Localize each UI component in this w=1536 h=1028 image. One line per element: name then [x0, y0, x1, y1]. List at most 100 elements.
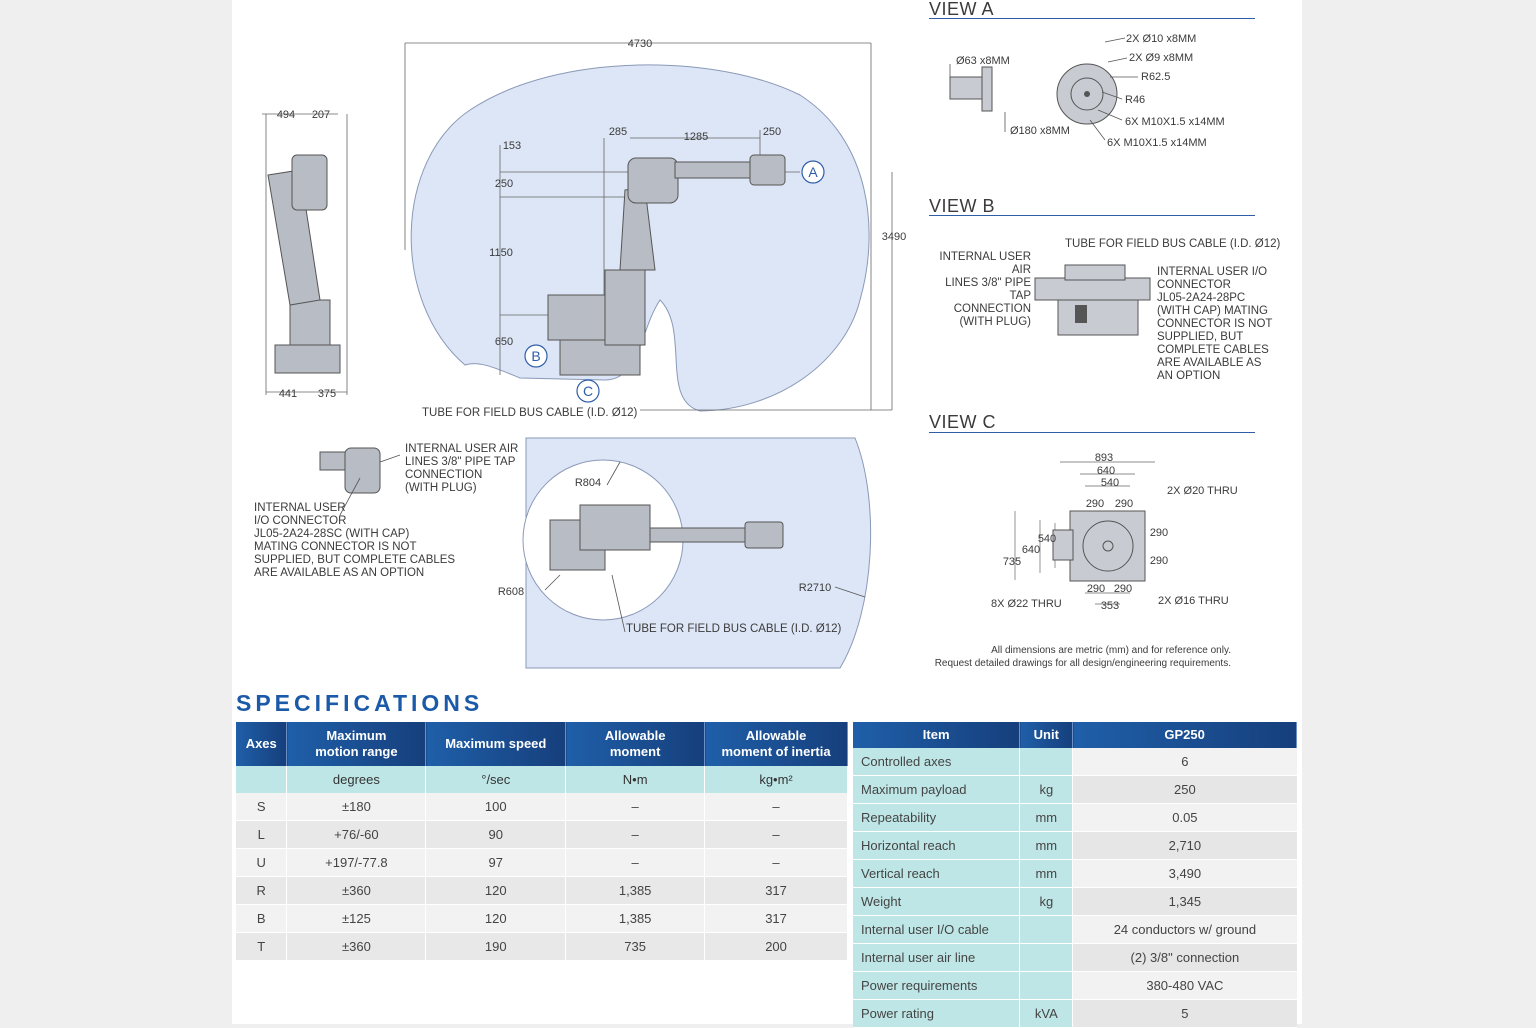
unit-speed: °/sec	[425, 766, 567, 793]
axes-header-speed: Maximum speed	[425, 722, 567, 766]
dim-250a: 250	[495, 178, 513, 190]
axes-table: Axes Maximum motion range Maximum speed …	[236, 722, 848, 961]
axis-cell: L	[236, 820, 288, 849]
moment-cell: 1,385	[565, 904, 706, 933]
dim-153: 153	[503, 140, 521, 152]
view-b-air-note: INTERNAL USER AIR LINES 3/8" PIPE TAP CO…	[939, 251, 1031, 328]
view-a-rule	[929, 18, 1255, 19]
axes-header-inertia: Allowable moment of inertia	[704, 722, 848, 766]
axis-cell: S	[236, 793, 288, 821]
dim-1285: 1285	[684, 131, 708, 143]
gp-unit-cell	[1019, 748, 1074, 776]
axes-header-axes: Axes	[236, 722, 288, 766]
moment-cell: –	[565, 820, 706, 849]
disclaimer-line-2: Request detailed drawings for all design…	[934, 658, 1231, 669]
dim-4730: 4730	[628, 38, 652, 50]
top-tube-note: TUBE FOR FIELD BUS CABLE (I.D. Ø12)	[626, 623, 842, 635]
gp-unit-cell	[1019, 915, 1074, 944]
main-tube-note: TUBE FOR FIELD BUS CABLE (I.D. Ø12)	[422, 407, 638, 419]
gp-value-cell: (2) 3/8" connection	[1072, 943, 1297, 972]
range-cell: ±360	[286, 876, 427, 905]
view-c-dim-290-d: 290	[1150, 555, 1168, 567]
axes-row-u: U +197/-77.8 97 – –	[236, 848, 848, 877]
view-a-label-6: 6X M10X1.5 x14MM	[1107, 137, 1207, 149]
axis-cell: U	[236, 848, 288, 877]
marker-b: B	[531, 348, 540, 364]
view-a-label-8: Ø180 x8MM	[1010, 125, 1070, 137]
view-c-dim-640-top: 640	[1097, 465, 1115, 477]
dim-375: 375	[318, 388, 336, 400]
gp-item-cell: Horizontal reach	[853, 831, 1021, 860]
view-c-dim-540-top: 540	[1101, 477, 1119, 489]
view-c-dim-540-side: 540	[1038, 533, 1056, 545]
radius-r2710: R2710	[799, 582, 831, 594]
inertia-cell: 317	[704, 904, 848, 933]
view-a-drawing: 2X Ø10 x8MM 2X Ø9 x8MM R62.5 R46 6X M10X…	[949, 33, 1225, 149]
inertia-cell: –	[704, 820, 848, 849]
gp-value-cell: 380-480 VAC	[1072, 971, 1297, 1000]
dim-285: 285	[609, 126, 627, 138]
gp-row: Internal user air line(2) 3/8" connectio…	[853, 943, 1297, 972]
axes-header-range: Maximum motion range	[286, 722, 427, 766]
gp-header-unit: Unit	[1019, 722, 1074, 748]
gp-value-cell: 6	[1072, 748, 1297, 776]
dim-207: 207	[312, 109, 330, 121]
gp-value-cell: 250	[1072, 775, 1297, 804]
axis-cell: R	[236, 876, 288, 905]
range-cell: +197/-77.8	[286, 848, 427, 877]
dim-650: 650	[495, 336, 513, 348]
view-c-dim-290-f: 290	[1114, 583, 1132, 595]
view-c-dim-290-a: 290	[1086, 498, 1104, 510]
radius-r804: R804	[575, 477, 601, 489]
view-c-label-3: 2X Ø16 THRU	[1158, 595, 1229, 607]
gp-item-cell: Weight	[853, 887, 1021, 916]
axis-cell: B	[236, 904, 288, 933]
gp-item-cell: Controlled axes	[853, 748, 1021, 776]
inertia-cell: 317	[704, 876, 848, 905]
range-cell: ±125	[286, 904, 427, 933]
speed-cell: 90	[425, 820, 567, 849]
technical-drawing: A B C 494 207 441 375 4730 3490 153 250 …	[262, 38, 906, 669]
view-a-label-5: 6X M10X1.5 x14MM	[1125, 116, 1225, 128]
view-b-title: VIEW B	[929, 196, 996, 216]
view-c-dim-353: 353	[1101, 600, 1119, 612]
gp-value-cell: 0.05	[1072, 803, 1297, 832]
gp-item-cell: Internal user I/O cable	[853, 915, 1021, 944]
gp-row: Power requirements 380-480 VAC	[853, 971, 1297, 1000]
io-connector-note: INTERNAL USER I/O CONNECTOR JL05-2A24-28…	[254, 502, 456, 579]
dim-3490: 3490	[882, 231, 906, 243]
axes-row-t: T ±360 190 735 200	[236, 932, 848, 961]
gp-unit-cell: kg	[1019, 887, 1074, 916]
view-c-drawing: 893 640 540 290 290 735 640 540 290 290 …	[991, 452, 1238, 612]
view-a-label-4: R46	[1125, 94, 1145, 106]
gp-value-cell: 2,710	[1072, 831, 1297, 860]
gp-header-item: Item	[853, 722, 1021, 748]
gp-value-cell: 24 conductors w/ ground	[1072, 915, 1297, 944]
view-c-label-2: 8X Ø22 THRU	[991, 598, 1062, 610]
axes-row-s: S ±180 100 – –	[236, 793, 848, 821]
gp-item-cell: Power requirements	[853, 971, 1021, 1000]
view-a-label-1: 2X Ø10 x8MM	[1126, 33, 1196, 45]
inertia-cell: –	[704, 793, 848, 821]
view-c-dim-290-b: 290	[1115, 498, 1133, 510]
gp-row: Controlled axes 6	[853, 748, 1297, 776]
view-c-dim-735: 735	[1003, 556, 1021, 568]
axes-row-r: R ±360 120 1,385 317	[236, 876, 848, 905]
speed-cell: 120	[425, 876, 567, 905]
gp-value-cell: 3,490	[1072, 859, 1297, 888]
view-b-drawing	[1034, 264, 1151, 336]
axes-row-l: L +76/-60 90 – –	[236, 820, 848, 849]
dim-250b: 250	[763, 126, 781, 138]
gp-row: Internal user I/O cable 24 conductors w/ …	[853, 915, 1297, 944]
unit-axes	[236, 766, 288, 793]
unit-inertia: kg•m²	[704, 766, 848, 793]
view-b-tube-note: TUBE FOR FIELD BUS CABLE (I.D. Ø12)	[1065, 238, 1281, 250]
speed-cell: 100	[425, 793, 567, 821]
view-c-label-1: 2X Ø20 THRU	[1167, 485, 1238, 497]
disclaimer: All dimensions are metric (mm) and for r…	[900, 644, 1231, 670]
